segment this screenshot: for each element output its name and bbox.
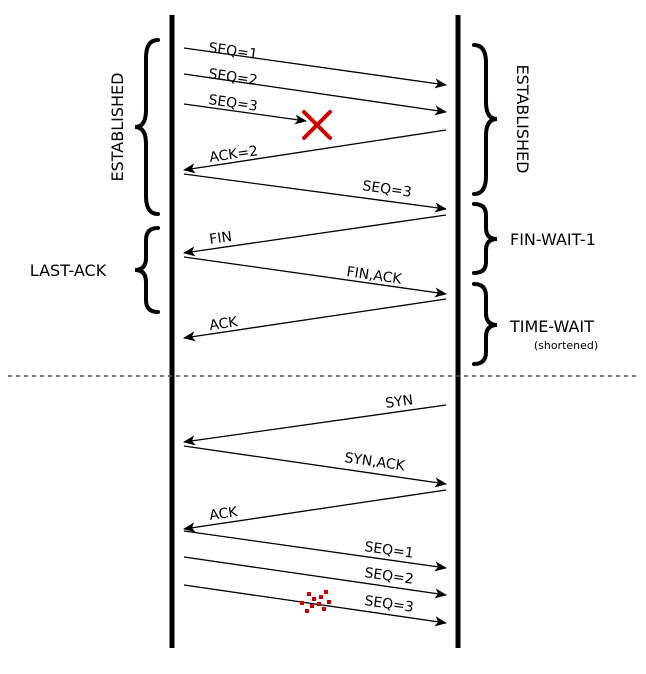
label-ack2: ACK=2 xyxy=(208,143,259,166)
arrow-new-seq3 xyxy=(183,584,447,627)
label-fin: FIN xyxy=(208,229,233,248)
state-fin-wait-1: FIN-WAIT-1 xyxy=(510,230,596,249)
label-new-seq3: SEQ=3 xyxy=(363,593,414,616)
arrow-ack2 xyxy=(183,129,447,174)
arrow-seq3-lost xyxy=(183,103,307,125)
label-ack-handshake: ACK xyxy=(208,504,239,524)
arrow-seq2 xyxy=(183,73,447,116)
label-new-seq2: SEQ=2 xyxy=(363,565,414,588)
arrow-new-seq1 xyxy=(183,530,447,572)
arrow-seq1 xyxy=(183,47,447,89)
label-seq3-lost: SEQ=3 xyxy=(207,92,258,115)
arrow-fin-ack xyxy=(183,256,447,298)
packet-conflict-dotted-cross-icon xyxy=(300,590,331,613)
label-ack: ACK xyxy=(208,314,239,334)
left-brace-established xyxy=(134,38,160,216)
label-seq3-retransmit: SEQ=3 xyxy=(361,178,412,201)
packet-lost-cross-icon xyxy=(302,110,332,140)
state-time-wait-note: (shortened) xyxy=(534,339,598,352)
arrow-seq3-retransmit xyxy=(183,173,447,213)
right-brace-time-wait xyxy=(472,282,498,366)
arrow-ack xyxy=(183,298,447,342)
state-established-left: ESTABLISHED xyxy=(108,73,127,182)
label-syn: SYN xyxy=(384,392,414,412)
state-time-wait: TIME-WAIT xyxy=(509,317,594,336)
state-established-right: ESTABLISHED xyxy=(513,65,532,174)
label-new-seq1: SEQ=1 xyxy=(363,539,414,562)
arrow-fin xyxy=(183,214,447,257)
arrow-ack-handshake xyxy=(183,489,447,533)
arrow-syn-ack xyxy=(183,445,447,488)
label-seq1: SEQ=1 xyxy=(207,40,258,63)
arrow-syn xyxy=(183,404,447,446)
arrow-new-seq2 xyxy=(183,556,447,599)
left-brace-last-ack xyxy=(134,226,160,314)
right-brace-fin-wait-1 xyxy=(472,202,498,275)
label-seq2: SEQ=2 xyxy=(207,66,258,89)
label-fin-ack: FIN,ACK xyxy=(345,264,403,288)
state-last-ack: LAST-ACK xyxy=(30,261,107,280)
right-brace-established xyxy=(472,43,498,196)
